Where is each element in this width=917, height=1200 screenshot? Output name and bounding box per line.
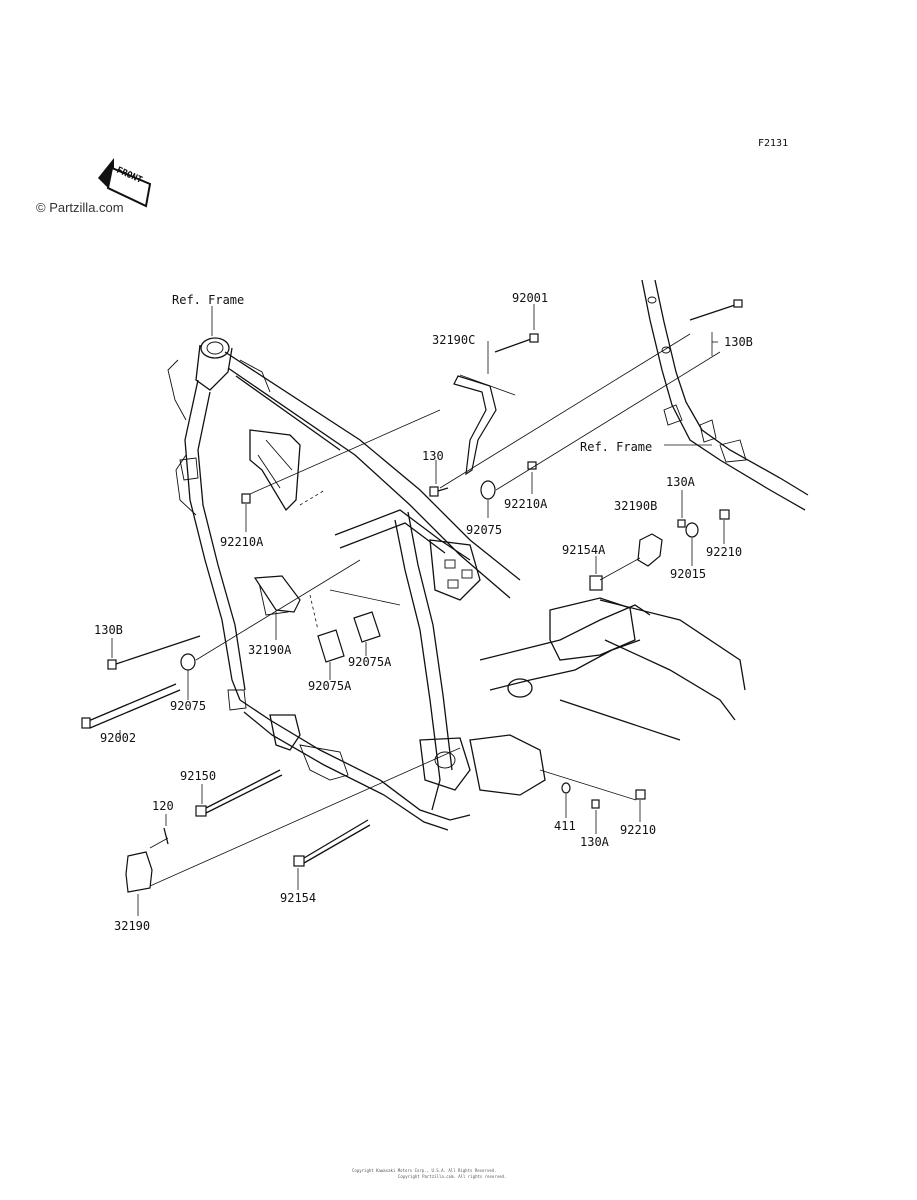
collar-92154A	[589, 575, 603, 591]
nut-92210A-left	[241, 493, 251, 504]
callout-92002: 92002	[100, 731, 136, 745]
callout-92154: 92154	[280, 891, 316, 905]
footer-copyright-line-2: Copyright Partzilla.com. All rights rese…	[398, 1174, 506, 1179]
callout-92150: 92150	[180, 769, 216, 783]
footer-copyright-line-1: Copyright Kawasaki Motors Corp., U.S.A. …	[352, 1168, 497, 1173]
callout-92075-lower: 92075	[170, 699, 206, 713]
callout-32190C: 32190C	[432, 333, 475, 347]
callout-130B-top: 130B	[724, 335, 753, 349]
ref-frame-right-drawing	[641, 279, 809, 511]
callout-92210-lower: 92210	[620, 823, 656, 837]
bolt-92002	[81, 683, 181, 729]
callout-130B-left: 130B	[94, 623, 123, 637]
main-frame-drawing	[167, 337, 746, 831]
bolt-130A-lower	[591, 799, 600, 809]
callout-32190B: 32190B	[614, 499, 657, 513]
callout-120: 120	[152, 799, 174, 813]
callout-92075A-left: 92075A	[308, 679, 352, 693]
callout-32190: 32190	[114, 919, 150, 933]
bracket-32190	[125, 851, 153, 893]
callout-92154A: 92154A	[562, 543, 606, 557]
callout-92001: 92001	[512, 291, 548, 305]
washer-92015	[685, 522, 699, 538]
callout-92015: 92015	[670, 567, 706, 581]
nut-92210-top	[719, 509, 730, 520]
bolt-130B-top	[689, 299, 743, 321]
bolt-130A-top	[677, 519, 686, 528]
callout-92210A-right: 92210A	[504, 497, 548, 511]
washer-411	[561, 782, 571, 794]
nut-92210-lower	[635, 789, 646, 800]
callout-92075A-right: 92075A	[348, 655, 392, 669]
bolt-92001	[494, 333, 539, 353]
parts	[81, 299, 743, 893]
bolt-92150	[195, 769, 283, 817]
bolt-130B-left	[107, 635, 201, 670]
bushing-92075A-1	[317, 629, 345, 663]
front-arrow-icon: FRONT	[98, 158, 152, 208]
callout-130: 130	[422, 449, 444, 463]
labels: Ref. Frame Ref. Frame 92001 32190C 130B …	[94, 291, 753, 933]
callout-92210A-left: 92210A	[220, 535, 264, 549]
washer-92075-top	[480, 480, 496, 500]
bolt-92154	[293, 819, 371, 867]
callout-130A-lower: 130A	[580, 835, 610, 849]
callout-32190A: 32190A	[248, 643, 292, 657]
bushing-92075A-2	[353, 611, 381, 643]
watermark: © Partzilla.com	[36, 200, 124, 215]
screw-120	[163, 827, 169, 845]
leader-lines	[111, 304, 725, 916]
bracket-32190C	[453, 375, 497, 476]
callout-92210-top: 92210	[706, 545, 742, 559]
ref-frame-label-left: Ref. Frame	[172, 293, 244, 307]
callout-92075-top: 92075	[466, 523, 502, 537]
callout-411: 411	[554, 819, 576, 833]
callout-130A-top: 130A	[666, 475, 696, 489]
bolt-130	[429, 486, 449, 497]
ref-frame-label-right: Ref. Frame	[580, 440, 652, 454]
washer-92075-lower	[180, 653, 196, 671]
bracket-32190B	[637, 533, 663, 567]
figure-code: F2131	[758, 138, 788, 149]
